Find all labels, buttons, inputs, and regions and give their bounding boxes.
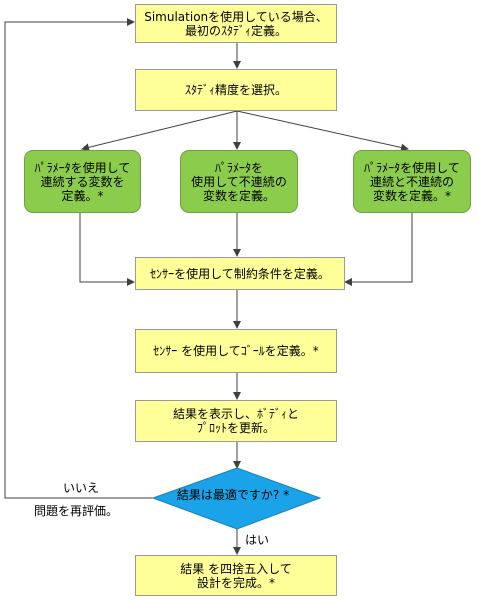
arrow-precision-to-param-mixed	[236, 110, 409, 152]
arrow-no-loop-back	[4, 18, 153, 499]
arrow-param-mixed-to-constraints	[344, 213, 413, 286]
show-results-box: 結果を表示し、ﾎﾞﾃﾞｨと ﾌﾟﾛｯﾄを更新。	[135, 400, 337, 442]
select-precision-box: ｽﾀﾃﾞｨ精度を選択。	[135, 69, 337, 111]
finalize-design-box: 結果 を四捨五入して 設計を完成。*	[135, 555, 337, 596]
no-label: いいえ	[63, 481, 100, 495]
arrow-param-continuous-to-constraints	[79, 213, 135, 286]
decision-diamond	[151, 467, 322, 530]
yes-label: はい	[245, 533, 270, 547]
param-mixed-box: ﾊﾟﾗﾒｰﾀを使用して 連続と不連続の 変数を定義。*	[353, 150, 471, 213]
define-constraints-box: ｾﾝｻｰを使用して制約条件を定義。	[135, 257, 345, 290]
reevaluate-label: 問題を再評価。	[34, 504, 119, 518]
decision-label: 結果は最適ですか? *	[176, 488, 290, 502]
param-continuous-box: ﾊﾟﾗﾒｰﾀを使用して 連続する変数を 定義。*	[24, 150, 141, 213]
define-goals-box: ｾﾝｻｰ を使用してｺﾞｰﾙを定義。*	[135, 329, 337, 373]
param-discrete-box: ﾊﾟﾗﾒｰﾀを 使用して不連続の 変数を定義。	[180, 150, 298, 213]
arrow-precision-to-param-continuous	[81, 110, 238, 152]
start-step-box: Simulationを使用している場合、 最初のｽﾀﾃﾞｨ定義。	[135, 4, 337, 43]
